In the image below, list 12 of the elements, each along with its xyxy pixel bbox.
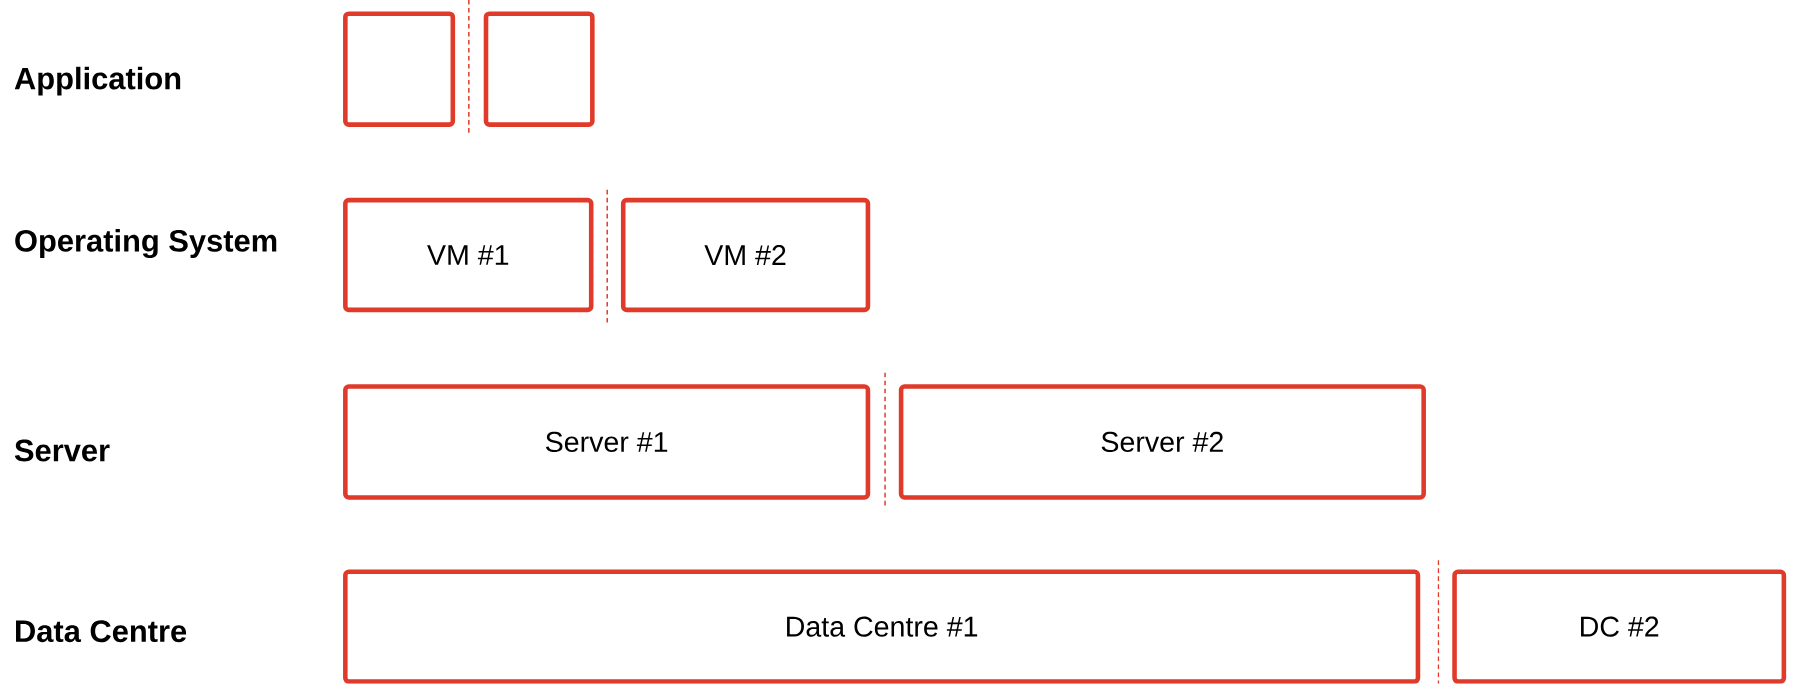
empty-box: [483, 11, 595, 128]
process-box: Server #1: [343, 384, 871, 500]
row-label: Data Centre: [16, 620, 187, 643]
row-label: Application: [14, 66, 181, 96]
process-box: VM #2: [620, 197, 871, 313]
process-box: Data Centre #1: [343, 569, 1421, 684]
process-box: Server #2: [898, 384, 1426, 500]
process-box: DC #2: [1452, 569, 1787, 684]
process-box: VM #1: [343, 197, 594, 313]
row-label: Server: [14, 439, 110, 462]
empty-box: [343, 11, 456, 128]
row-label: Operating System: [15, 229, 277, 259]
